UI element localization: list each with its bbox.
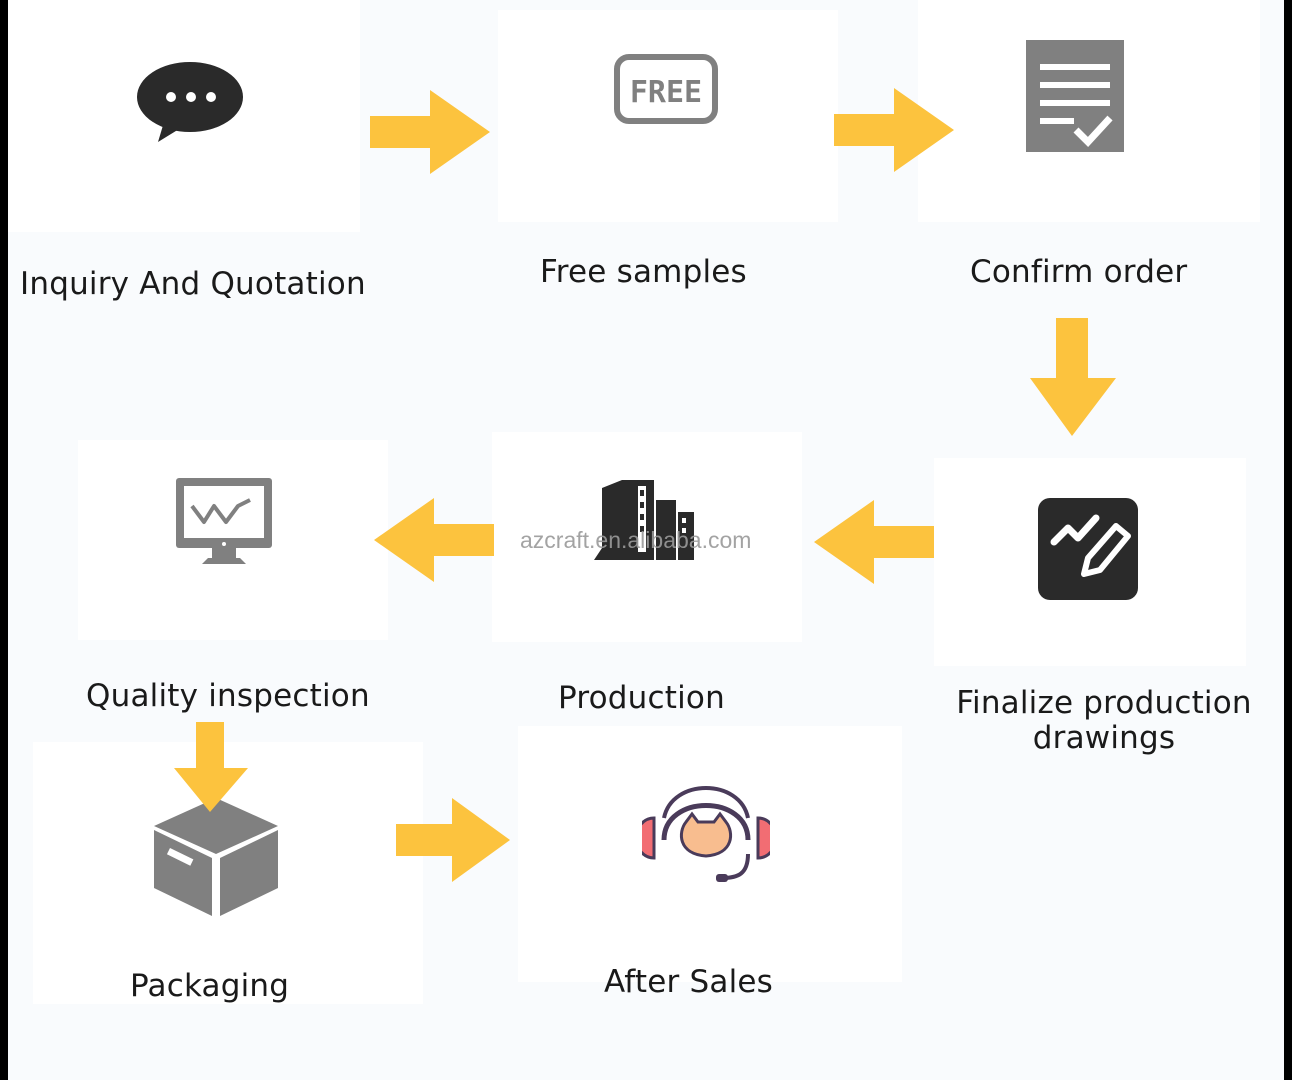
step-label-production: Production [558, 680, 725, 716]
step-label-finalize-line2: drawings [1032, 720, 1176, 756]
box-icon [154, 798, 278, 916]
arrow-right-2 [834, 88, 954, 172]
arrow-right-1 [370, 90, 490, 174]
arrow-left-1 [814, 500, 934, 584]
arrow-down-2 [174, 722, 248, 812]
chat-bubble-icon [137, 62, 243, 142]
step-label-finalize-line1: Finalize production [956, 685, 1252, 721]
headset-icon [642, 786, 770, 882]
step-label-after-sales: After Sales [604, 964, 774, 1000]
step-label-quality: Quality inspection [86, 678, 370, 714]
factory-buildings-icon [594, 480, 694, 560]
arrow-left-2 [374, 498, 494, 582]
arrow-right-3 [396, 798, 510, 882]
arrow-down-1 [1030, 318, 1116, 436]
step-label-free-samples: Free samples [540, 254, 747, 290]
step-label-finalize: Finalize production drawings [944, 686, 1264, 756]
step-label-confirm-order: Confirm order [970, 254, 1188, 290]
free-badge-icon: FREE [614, 54, 718, 124]
checked-document-icon [1026, 40, 1124, 152]
process-flow-diagram: FREE [8, 0, 1284, 1080]
step-label-inquiry: Inquiry And Quotation [20, 266, 366, 302]
edit-chart-icon [1038, 498, 1138, 600]
free-badge-text: FREE [630, 75, 702, 110]
step-label-packaging: Packaging [130, 968, 290, 1004]
monitor-chart-icon [176, 478, 272, 564]
watermark-text: azcraft.en.alibaba.com [520, 527, 752, 553]
step-card-free-samples [498, 10, 838, 222]
